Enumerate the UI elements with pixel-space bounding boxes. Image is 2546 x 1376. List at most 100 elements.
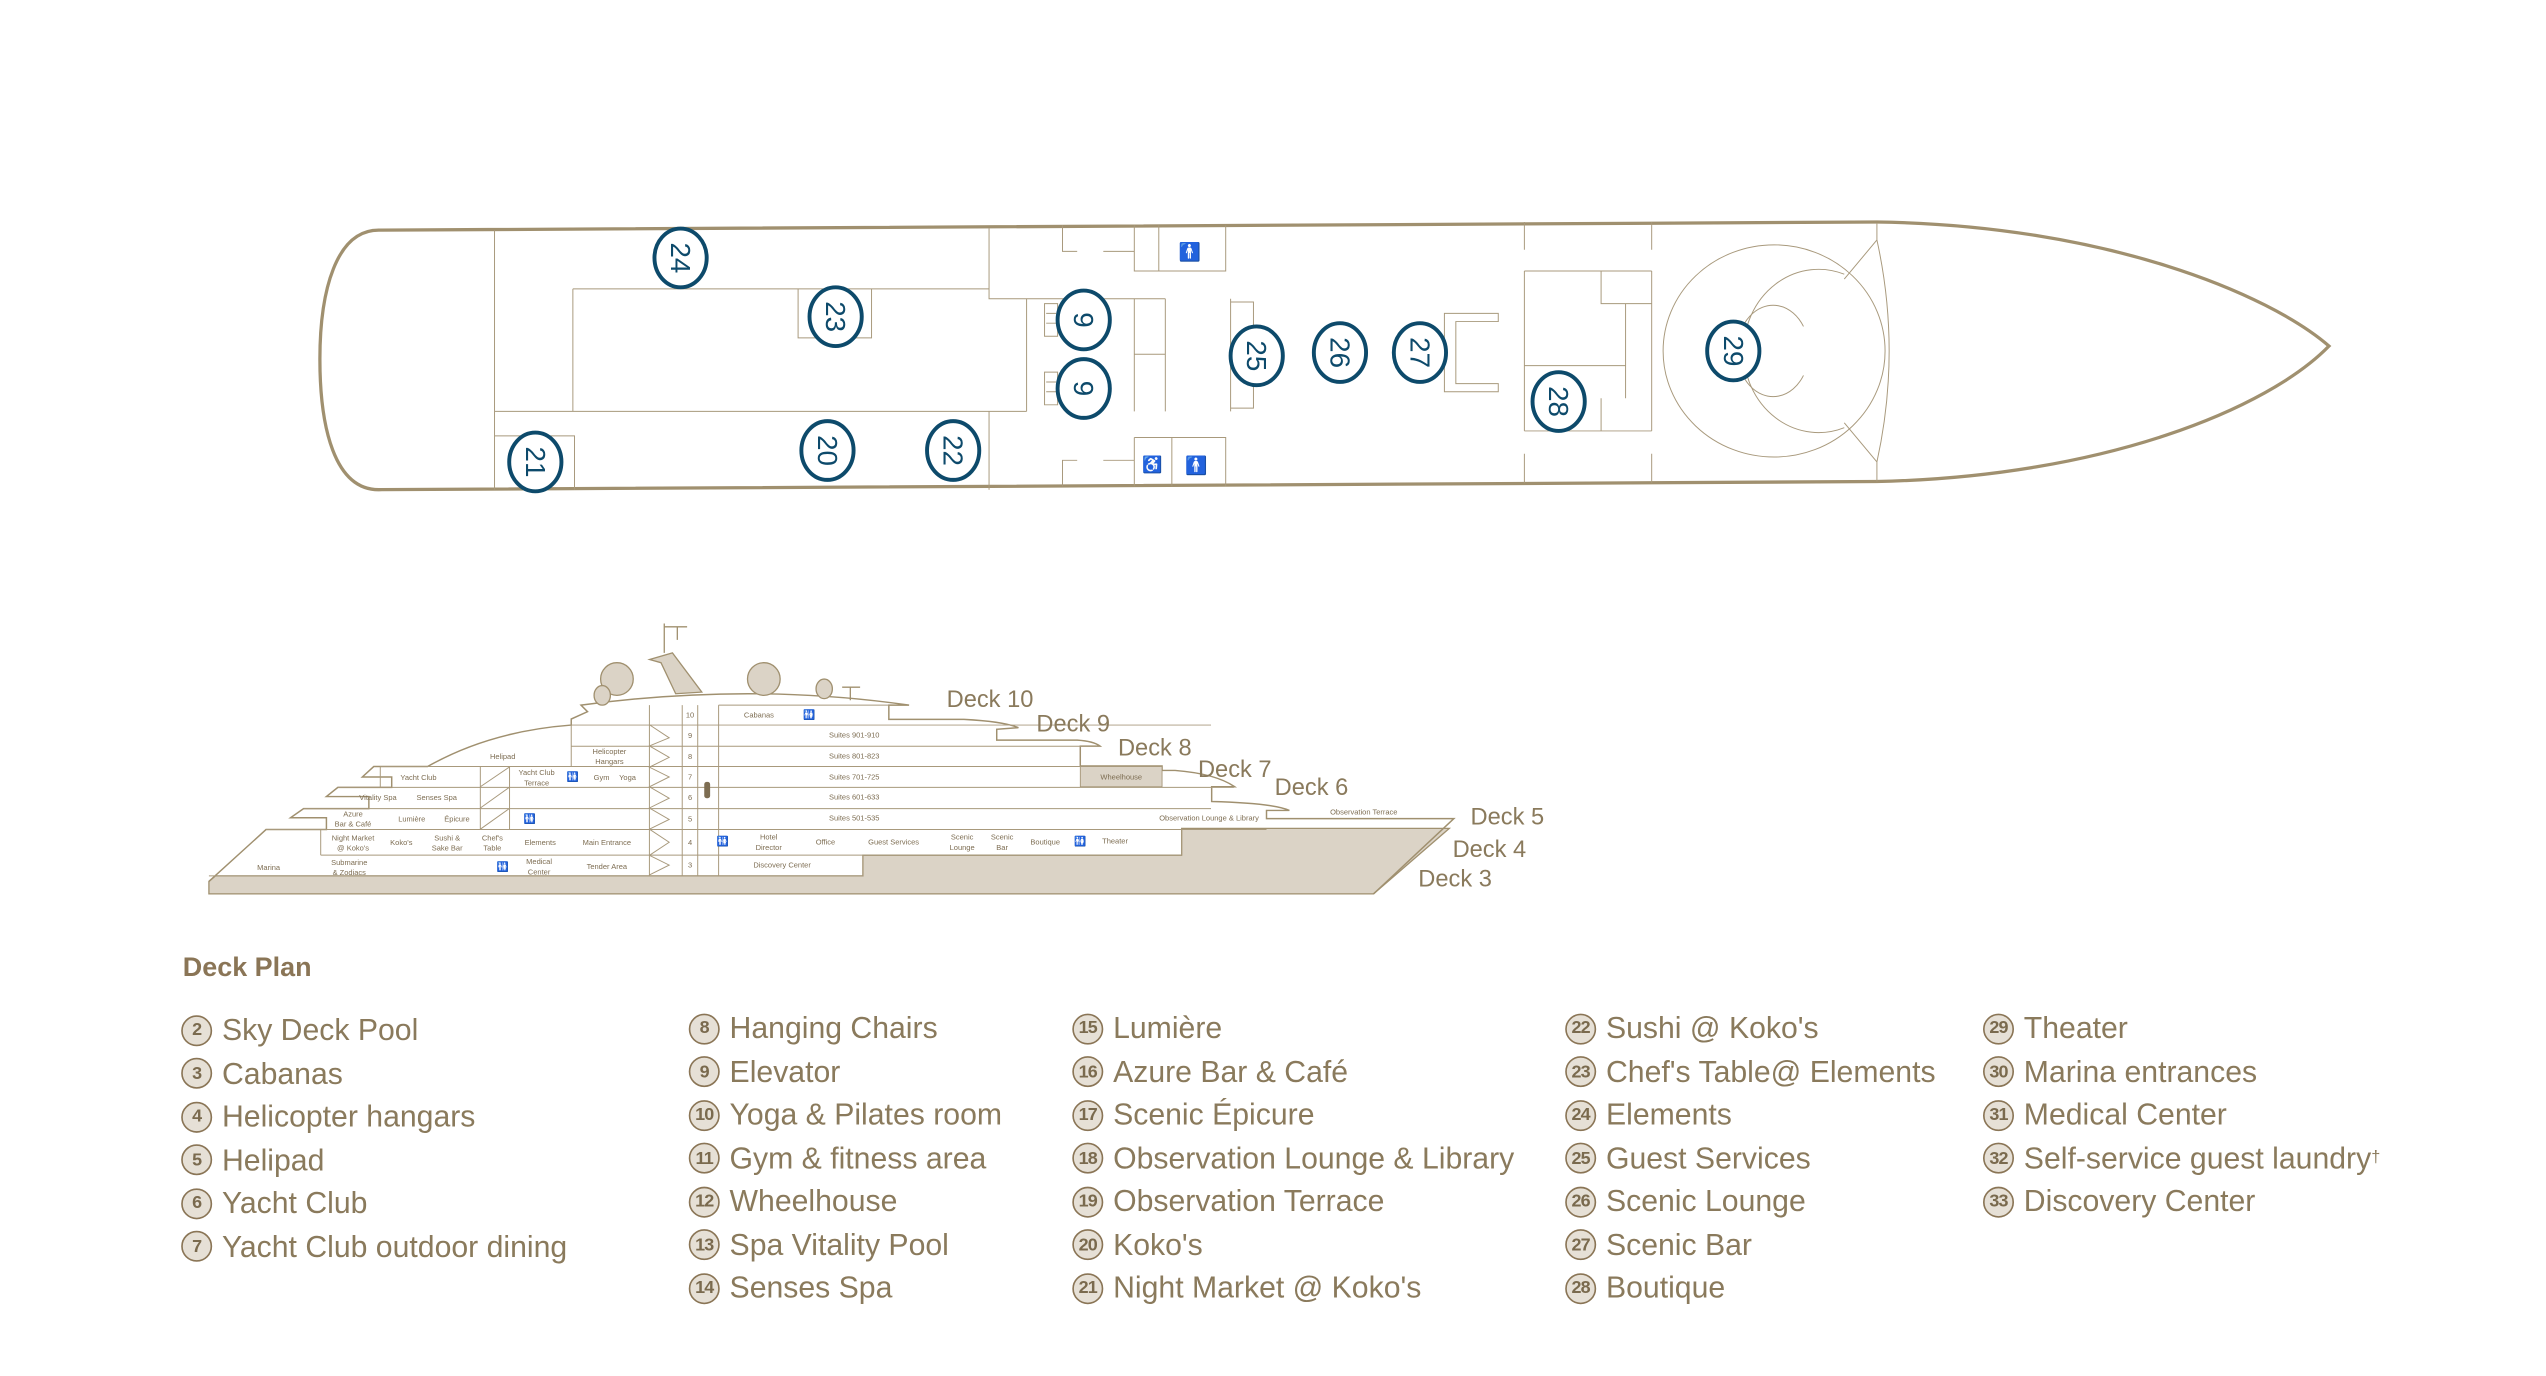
legend-label: Hanging Chairs [729, 1010, 938, 1046]
legend-number-badge: 7 [181, 1231, 213, 1263]
legend-label: Chef's Table@ Elements [1605, 1054, 1936, 1089]
legend-number-badge: 29 [1983, 1013, 2015, 1045]
restroom-icon: 🚹 [1179, 241, 1201, 262]
legend-number-badge: 27 [1565, 1229, 1597, 1261]
legend-label: Medical Center [2023, 1097, 2227, 1132]
room-marker-22[interactable]: 22 [925, 419, 982, 482]
legend-label: Observation Terrace [1113, 1183, 1385, 1219]
legend-number-badge: 11 [688, 1143, 720, 1175]
profile-room-label: Guest Services [868, 838, 919, 847]
restroom-icon: 🚻 [497, 861, 509, 873]
legend-label: Wheelhouse [729, 1183, 898, 1219]
room-marker-25[interactable]: 25 [1228, 324, 1285, 388]
legend-label: Observation Lounge & Library [1113, 1140, 1515, 1175]
legend-label: Scenic Bar [1605, 1227, 1753, 1262]
profile-room-label: Tender Area [587, 862, 628, 871]
legend-number-badge: 18 [1072, 1143, 1104, 1175]
deck-number: 3 [688, 861, 692, 870]
profile-room-label: Observation Lounge & Library [1159, 813, 1259, 822]
legend-number-badge: 26 [1565, 1186, 1597, 1218]
legend-label: Yacht Club outdoor dining [221, 1228, 568, 1263]
mast-and-domes [593, 623, 861, 706]
deck-label: Deck 4 [1453, 837, 1527, 863]
legend-number-badge: 3 [181, 1058, 213, 1090]
legend-label: Self-service guest laundry [2023, 1140, 2372, 1175]
profile-room-label: Suites 701-725 [829, 773, 879, 782]
legend-label: Helipad [221, 1142, 325, 1177]
room-marker-21[interactable]: 21 [507, 430, 564, 494]
profile-room-label: Yacht Club [400, 773, 436, 782]
legend-number-badge: 14 [688, 1272, 720, 1304]
legend-label: Boutique [1605, 1270, 1726, 1305]
legend-number-badge: 10 [688, 1099, 720, 1131]
deck-label: Deck 8 [1118, 736, 1192, 762]
profile-room-label: Yoga [619, 773, 637, 782]
profile-room-label: Wheelhouse [1100, 773, 1142, 782]
elevator-stairs [1044, 303, 1059, 406]
restroom-icon: 🚻 [717, 836, 729, 848]
restroom-icon: 🚻 [1074, 836, 1086, 848]
room-marker-9[interactable]: 9 [1055, 357, 1112, 420]
profile-room-label: Vitality Spa [359, 793, 397, 802]
deck-row-lines [208, 704, 1267, 877]
room-marker-26[interactable]: 26 [1311, 321, 1369, 384]
legend-number-badge: 2 [181, 1014, 213, 1046]
legend-number-badge: 9 [688, 1056, 720, 1088]
plan-walls [494, 221, 1890, 490]
footnote-mark: † [2371, 1149, 2381, 1168]
room-marker-number: 23 [820, 301, 851, 332]
room-marker-number: 22 [938, 435, 969, 466]
legend-label: Yoga & Pilates room [729, 1097, 1003, 1132]
legend-label: Night Market @ Koko's [1113, 1270, 1422, 1305]
legend-number-badge: 28 [1565, 1272, 1597, 1304]
legend-label: Scenic Lounge [1605, 1183, 1806, 1219]
room-marker-24[interactable]: 24 [652, 226, 709, 290]
profile-room-label: Suites 501-535 [829, 813, 879, 822]
room-marker-number: 27 [1404, 337, 1435, 368]
room-marker-23[interactable]: 23 [807, 285, 864, 349]
profile-room-label: Senses Spa [417, 793, 458, 802]
legend-number-badge: 8 [688, 1013, 720, 1045]
room-marker-20[interactable]: 20 [799, 419, 856, 482]
legend-item: 10 Yoga & Pilates room [688, 1094, 1003, 1137]
room-marker-29[interactable]: 29 [1705, 319, 1762, 383]
room-marker-27[interactable]: 27 [1391, 321, 1448, 384]
profile-room-label: Boutique [1030, 838, 1060, 847]
profile-room-label: Observation Terrace [1330, 808, 1397, 817]
room-marker-9[interactable]: 9 [1055, 288, 1112, 352]
hull-outline [318, 220, 2332, 492]
profile-room-label: Submarine& Zodiacs [331, 858, 367, 877]
deck-number: 7 [688, 772, 692, 781]
restroom-icon: 🚻 [567, 771, 579, 783]
legend-label: Theater [2023, 1010, 2128, 1046]
room-marker-28[interactable]: 28 [1530, 370, 1587, 433]
legend-label: Discovery Center [2023, 1183, 2256, 1219]
profile-room-label: Sushi &Sake Bar [432, 833, 463, 852]
legend-label: Azure Bar & Café [1113, 1054, 1349, 1089]
deck-label: Deck 7 [1198, 757, 1272, 783]
profile-room-label: Office [816, 838, 835, 847]
legend-label: Koko's [1113, 1227, 1203, 1262]
legend-number-badge: 13 [688, 1229, 720, 1261]
